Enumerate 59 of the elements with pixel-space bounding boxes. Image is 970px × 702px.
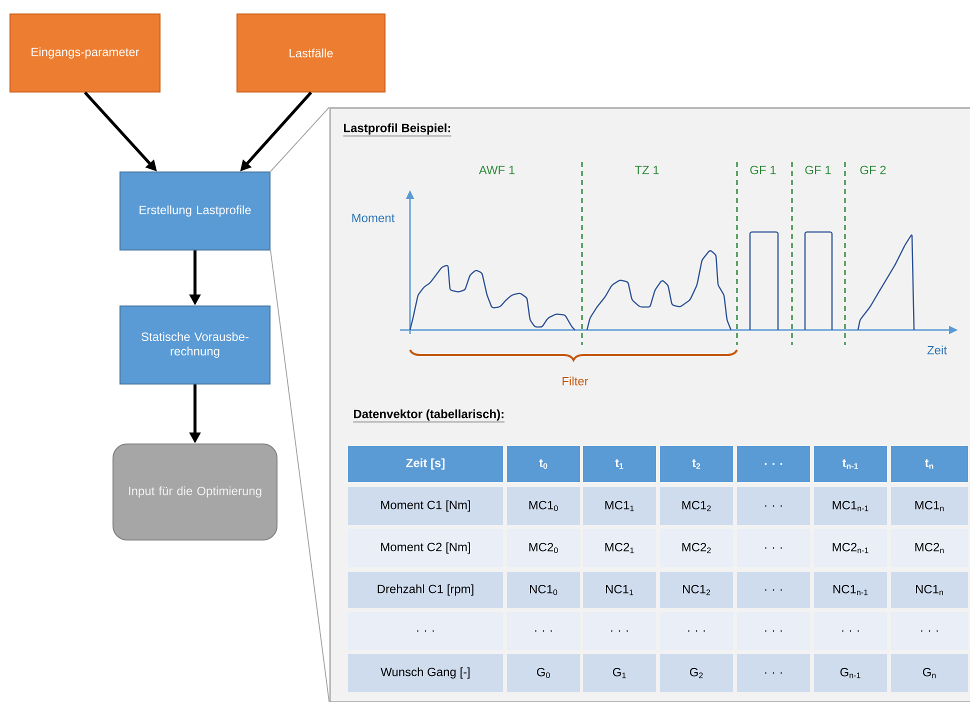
table-cell: Moment C2 [Nm]	[348, 529, 503, 567]
header-cell: Zeit [s]	[348, 446, 503, 482]
process-box: Lastfälle	[236, 14, 386, 92]
table-cell: Moment C1 [Nm]	[348, 487, 503, 525]
zoom-line	[270, 106, 330, 172]
table-cell: MC2$_{n-1}$	[814, 529, 887, 567]
table-cell: MC1$_{2}$	[660, 487, 733, 525]
phase-label: TZ 1	[634, 166, 659, 174]
phase-label: AWF 1	[478, 166, 515, 174]
table-cell: . . .	[814, 612, 887, 650]
panel-heading: Lastprofil Beispiel:	[343, 123, 452, 136]
header-cell: t$_{n-1}$	[814, 446, 887, 482]
table-cell: G$_{1}$	[583, 654, 656, 692]
table-cell: . . .	[737, 572, 810, 608]
table-cell: G$_{0}$	[507, 654, 580, 692]
table-cell: MC1$_{0}$	[507, 487, 580, 525]
table-cell: . . .	[737, 529, 810, 567]
table-cell: Wunsch Gang [-]	[348, 654, 503, 692]
zoom-line	[270, 250, 330, 702]
table-cell: NC1$_{0}$	[507, 572, 580, 608]
table-cell: Drehzahl C1 [rpm]	[348, 572, 503, 608]
table-cell: . . .	[348, 612, 503, 650]
brace-label: Filter	[562, 376, 588, 386]
header-cell: t$_{1}$	[583, 446, 656, 482]
phase-label: GF 1	[750, 166, 776, 174]
table-cell: MC1$_{n}$	[891, 487, 968, 525]
table-cell: . . .	[660, 612, 733, 650]
table-cell: MC2$_{n}$	[891, 529, 968, 567]
header-cell: t$_{n}$	[891, 446, 968, 482]
table-cell: . . .	[583, 612, 656, 650]
axis-label: Zeit	[927, 346, 947, 354]
header-cell: t$_{0}$	[507, 446, 580, 482]
table-cell: MC1$_{1}$	[583, 487, 656, 525]
process-box: Eingangs-parameter	[10, 14, 160, 92]
table-cell: NC1$_{2}$	[660, 572, 733, 608]
phase-label: GF 2	[860, 166, 886, 174]
output-box: Input für die Optimierung	[112, 444, 278, 540]
axis-label: Moment	[352, 214, 395, 222]
table-cell: MC2$_{2}$	[660, 529, 733, 567]
table-cell: . . .	[737, 487, 810, 525]
table-cell: G$_{2}$	[660, 654, 733, 692]
table-cell: NC1$_{n-1}$	[814, 572, 887, 608]
header-cell: . . .	[737, 446, 810, 482]
process-box: Statische Vorausbe-rechnung	[120, 306, 270, 384]
header-cell: t$_{2}$	[660, 446, 733, 482]
table-cell: . . .	[737, 654, 810, 692]
table-cell: MC2$_{0}$	[507, 529, 580, 567]
process-box: Erstellung Lastprofile	[120, 172, 270, 250]
table-cell: MC1$_{n-1}$	[814, 487, 887, 525]
table-cell: G$_{n-1}$	[814, 654, 887, 692]
table-cell: NC1$_{1}$	[583, 572, 656, 608]
panel-heading: Datenvektor (tabellarisch):	[353, 409, 505, 422]
phase-label: GF 1	[805, 166, 831, 174]
table-cell: . . .	[737, 612, 810, 650]
table-cell: MC2$_{1}$	[583, 529, 656, 567]
table-cell: . . .	[507, 612, 580, 650]
table-cell: NC1$_{n}$	[891, 572, 968, 608]
table-cell: . . .	[891, 612, 968, 650]
table-cell: G$_{n}$	[891, 654, 968, 692]
